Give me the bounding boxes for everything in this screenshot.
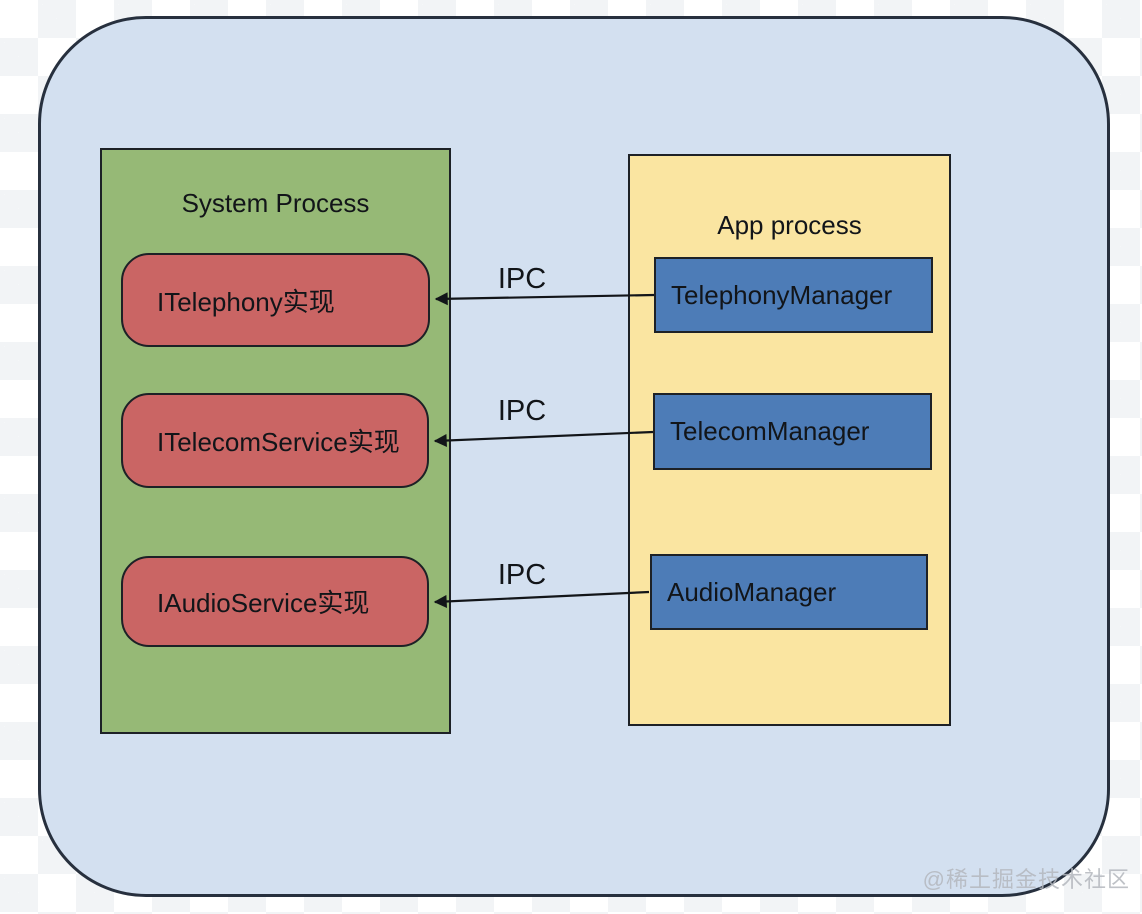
watermark-text: @稀土掘金技术社区 [922,867,1130,892]
ipc-label-telephony: IPC [497,263,547,295]
itelecomservice-impl-box: ITelecomService实现 [121,393,429,488]
itelephony-impl-box: ITelephony实现 [121,253,430,347]
system-process-title: System Process [181,188,370,218]
ipc-label-telecom: IPC [497,395,547,427]
audiomanager-box: AudioManager [650,554,928,630]
telecommanager-box: TelecomManager [653,393,932,470]
ipc-label-audio: IPC [497,559,547,591]
iaudioservice-impl-box: IAudioService实现 [121,556,429,647]
app-process-title: App process [717,210,862,240]
telephonymanager-box: TelephonyManager [654,257,933,333]
